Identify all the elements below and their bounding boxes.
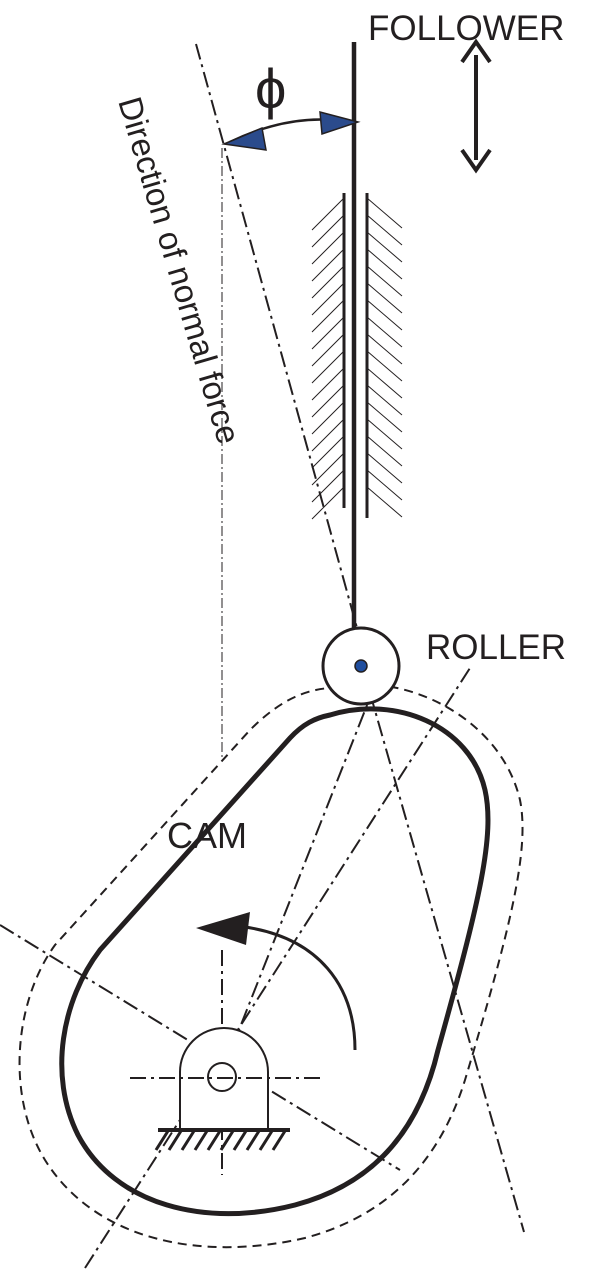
ground-hatch-stroke (271, 1130, 287, 1151)
hatch-stroke-left (311, 231, 345, 265)
normal-force-line-upper (195, 43, 358, 629)
hatch-stroke-left (311, 367, 345, 401)
ground-hatch-stroke (180, 1130, 196, 1151)
hatch-stroke-left (311, 350, 345, 384)
guide-hatching-right (366, 197, 403, 518)
hatch-stroke-right (366, 248, 403, 280)
hatch-stroke-right (366, 282, 403, 314)
hatch-stroke-right (366, 367, 403, 399)
cam-profile (59, 706, 491, 1217)
hatch-stroke-right (366, 401, 403, 433)
hatch-stroke-left (311, 469, 345, 503)
cam-construction-lines (0, 667, 471, 1269)
ground-hatch-stroke (167, 1130, 183, 1151)
follower-label: FOLLOWER (368, 9, 564, 48)
hatch-stroke-right (366, 452, 403, 484)
hatch-stroke-right (366, 299, 403, 331)
hatch-stroke-right (366, 350, 403, 382)
hatch-stroke-left (311, 401, 345, 435)
roller (321, 626, 401, 706)
roller-label: ROLLER (426, 628, 566, 667)
pressure-angle-indicator (221, 111, 361, 151)
cam-pitch-curve (18, 683, 524, 1249)
hatch-stroke-left (311, 197, 345, 231)
hatch-stroke-left (311, 299, 345, 333)
hatch-stroke-right (366, 435, 403, 467)
ground-hatch-stroke (206, 1130, 222, 1151)
hatch-stroke-left (311, 214, 345, 248)
hatch-stroke-left (311, 418, 345, 452)
hatch-stroke-right (366, 231, 403, 263)
hatch-stroke-right (366, 418, 403, 450)
ground-hatch-stroke (193, 1130, 209, 1151)
cam-label: CAM (167, 815, 247, 856)
hatch-stroke-left (311, 384, 345, 418)
cam-rotation-arrow (196, 912, 357, 1051)
roller-pivot (354, 659, 368, 673)
ground-hatch-stroke (219, 1130, 235, 1151)
follower-motion-arrow (460, 38, 492, 174)
hatch-stroke-right (366, 486, 403, 518)
hatch-stroke-left (311, 248, 345, 282)
hatch-stroke-left (311, 452, 345, 486)
hatch-stroke-left (311, 435, 345, 469)
hatch-stroke-right (366, 214, 403, 246)
ground-hatch-stroke (245, 1130, 261, 1151)
hatch-stroke-right (366, 333, 403, 365)
cam-bearing-support (154, 1027, 290, 1151)
hatch-stroke-right (366, 384, 403, 416)
hatch-stroke-right (366, 197, 403, 229)
ground-hatch-stroke (154, 1130, 170, 1151)
guide-hatching-left (311, 197, 345, 520)
hatch-stroke-right (366, 316, 403, 348)
ground-hatch-stroke (232, 1130, 248, 1151)
hatch-stroke-left (311, 486, 345, 520)
hatch-stroke-left (311, 333, 345, 367)
hatch-stroke-left (311, 282, 345, 316)
hatch-stroke-right (366, 469, 403, 501)
ground-hatch-stroke (258, 1130, 274, 1151)
hatch-stroke-left (311, 265, 345, 299)
phi-label: ϕ (255, 57, 286, 120)
normal-force-line-lower (361, 664, 525, 1233)
hatch-stroke-left (311, 316, 345, 350)
normal-force-label: Direction of normal force (111, 93, 247, 448)
hatch-stroke-right (366, 265, 403, 297)
